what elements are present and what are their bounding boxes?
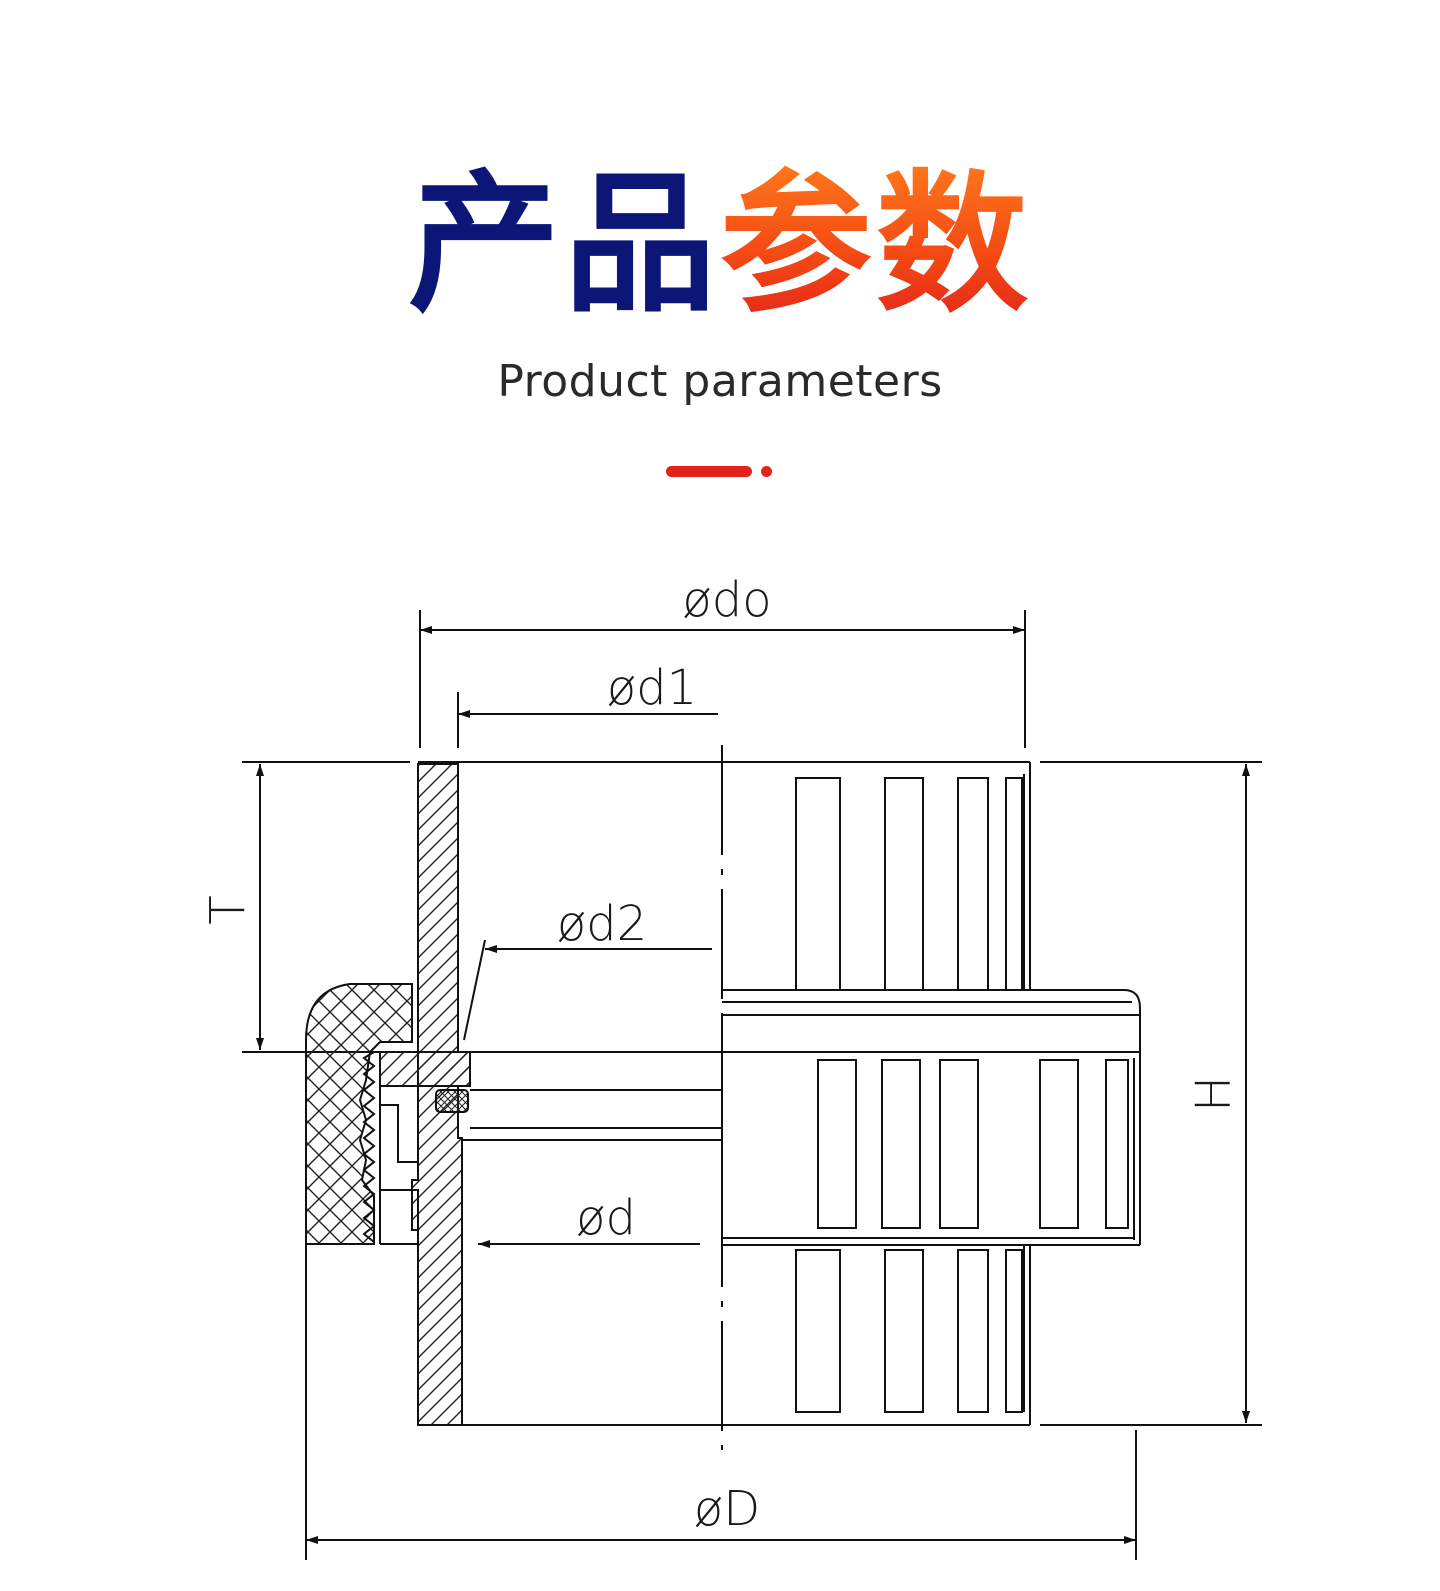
label-D: øD xyxy=(694,1481,760,1537)
middle-band xyxy=(721,989,1141,1246)
end-cap-flange xyxy=(379,1051,471,1087)
title-part-parameters: 参数 xyxy=(720,156,1032,333)
accent-bar xyxy=(666,466,752,477)
pleats-top xyxy=(795,777,1023,991)
accent-dot xyxy=(761,466,772,477)
pleats-bottom xyxy=(795,1249,1023,1413)
thread-teeth xyxy=(362,1051,376,1243)
label-H: H xyxy=(1186,1076,1242,1112)
label-do: ødo xyxy=(682,572,771,628)
retainer-parts xyxy=(379,1052,419,1245)
label-d2: ød2 xyxy=(557,896,647,952)
label-T: T xyxy=(200,895,256,924)
o-ring-seal xyxy=(435,1089,469,1113)
filter-body xyxy=(418,761,1031,1426)
threaded-cap xyxy=(305,983,413,1245)
inner-bore xyxy=(462,1051,722,1141)
dim-line-d2-leader xyxy=(463,939,486,1041)
page-subtitle: Product parameters xyxy=(497,356,943,407)
page-title: 产品参数 xyxy=(0,150,1440,340)
title-part-product: 产品 xyxy=(408,156,720,333)
pleats-middle xyxy=(817,1059,1129,1229)
extension-lines xyxy=(242,610,1262,1560)
label-d1: ød1 xyxy=(607,660,697,716)
label-d: ød xyxy=(576,1190,636,1246)
